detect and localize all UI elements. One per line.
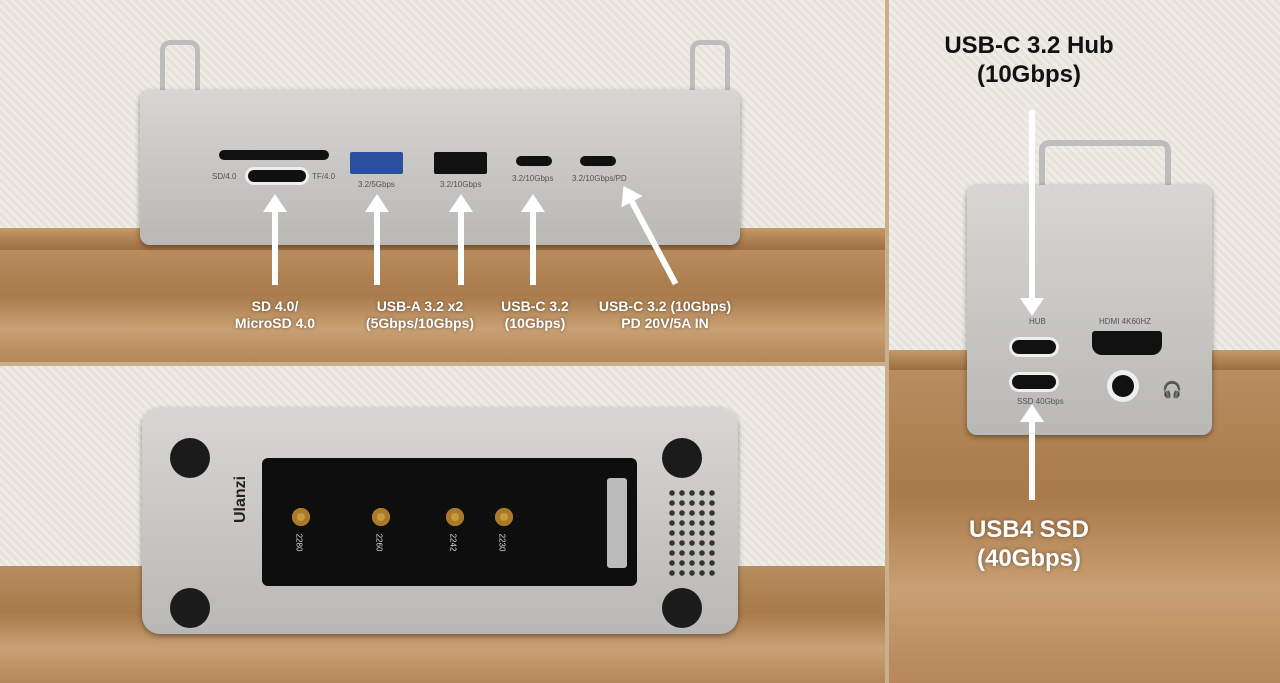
annotation-line: MicroSD 4.0 [234,314,316,331]
usb-a-5gbps-port [350,152,403,174]
hdmi-label: HDMI 4K60HZ [1099,317,1152,326]
arrow-hub [1020,110,1044,316]
annotation-line: USB4 SSD [968,516,1090,543]
mount-2230 [495,508,513,526]
annotation-line: USB-C 3.2 Hub [944,32,1114,59]
annotation-line: (10Gbps) [504,314,566,331]
rubber-foot [662,438,702,478]
microsd-slot [248,170,306,182]
usb-c-pd-label: 3.2/10Gbps/PD [572,174,627,183]
tf-label: TF/4.0 [312,172,336,181]
rubber-foot [170,438,210,478]
handle-left [160,40,200,105]
usb-c-port [516,156,552,166]
sd-label: SD/4.0 [212,172,237,181]
annotation-usbc-pd: USB-C 3.2 (10Gbps) PD 20V/5A IN [585,298,745,332]
size-label-2242: 2242 [448,533,458,552]
arrow-sd [263,194,287,285]
annotation-line: (40Gbps) [976,544,1081,572]
m2-connector [607,478,627,568]
audio-jack [1112,375,1134,397]
usb-a-5gbps-label: 3.2/5Gbps [358,180,395,189]
annotation-line: USB-C 3.2 (10Gbps) [598,298,732,314]
size-label-2260: 2260 [374,533,384,552]
annotation-line: USB-C 3.2 [501,298,569,314]
size-label-2280: 2280 [294,533,304,552]
headset-icon: 🎧 [1162,382,1182,399]
hub-front: SD/4.0 TF/4.0 3.2/5Gbps 3.2/10Gbps 3.2/1… [140,90,740,245]
annotation-usba: USB-A 3.2 x2 (5Gbps/10Gbps) [355,298,485,332]
hub-rear: HUB SSD 40Gbps HDMI 4K60HZ 🎧 [967,185,1212,435]
arrow-usba-2 [449,194,473,285]
ssd-label: SSD 40Gbps [1017,397,1064,406]
annotation-line: (10Gbps) [976,60,1081,88]
bottom-view-photo: Ulanzi 2280 2260 2242 2230 [0,366,885,683]
arrow-usba-1 [365,194,389,285]
usb-c-label: 3.2/10Gbps [512,174,554,183]
annotation-line: PD 20V/5A IN [621,314,709,331]
vent-grille [667,488,717,578]
mount-2280 [292,508,310,526]
annotation-usbc: USB-C 3.2 (10Gbps) [485,298,585,332]
usb-a-10gbps-port [434,152,487,174]
arrow-usbc [521,194,545,285]
rubber-foot [170,588,210,628]
usb4-ssd-port [1012,375,1056,389]
annotation-line: USB-A 3.2 x2 [376,298,464,314]
hdmi-port [1092,331,1162,355]
annotation-sd: SD 4.0/ MicroSD 4.0 [220,298,330,332]
rear-view-photo: USB-C 3.2 Hub (10Gbps) HUB SSD 40Gbps HD… [889,0,1280,683]
mount-2260 [372,508,390,526]
annotation-line: SD 4.0/ [251,298,299,314]
ssd-bay: 2280 2260 2242 2230 [262,458,637,586]
usb-c-hub-port [1012,340,1056,354]
annotation-line: (5Gbps/10Gbps) [365,314,475,331]
arrow-ssd [1020,404,1044,500]
annotation-ssd: USB4 SSD (40Gbps) [929,516,1129,574]
mount-2242 [446,508,464,526]
front-view-photo: SD/4.0 TF/4.0 3.2/5Gbps 3.2/10Gbps 3.2/1… [0,0,885,362]
handle-right [690,40,730,105]
hub-label: HUB [1029,317,1046,326]
annotation-hub: USB-C 3.2 Hub (10Gbps) [909,32,1149,90]
brand-logo: Ulanzi [232,475,249,523]
usb-a-10gbps-label: 3.2/10Gbps [440,180,482,189]
hub-bottom: Ulanzi 2280 2260 2242 2230 [142,408,738,634]
size-label-2230: 2230 [497,533,507,552]
rubber-foot [662,588,702,628]
usb-c-pd-port [580,156,616,166]
sd-slot [219,150,329,160]
handle [1039,140,1171,206]
